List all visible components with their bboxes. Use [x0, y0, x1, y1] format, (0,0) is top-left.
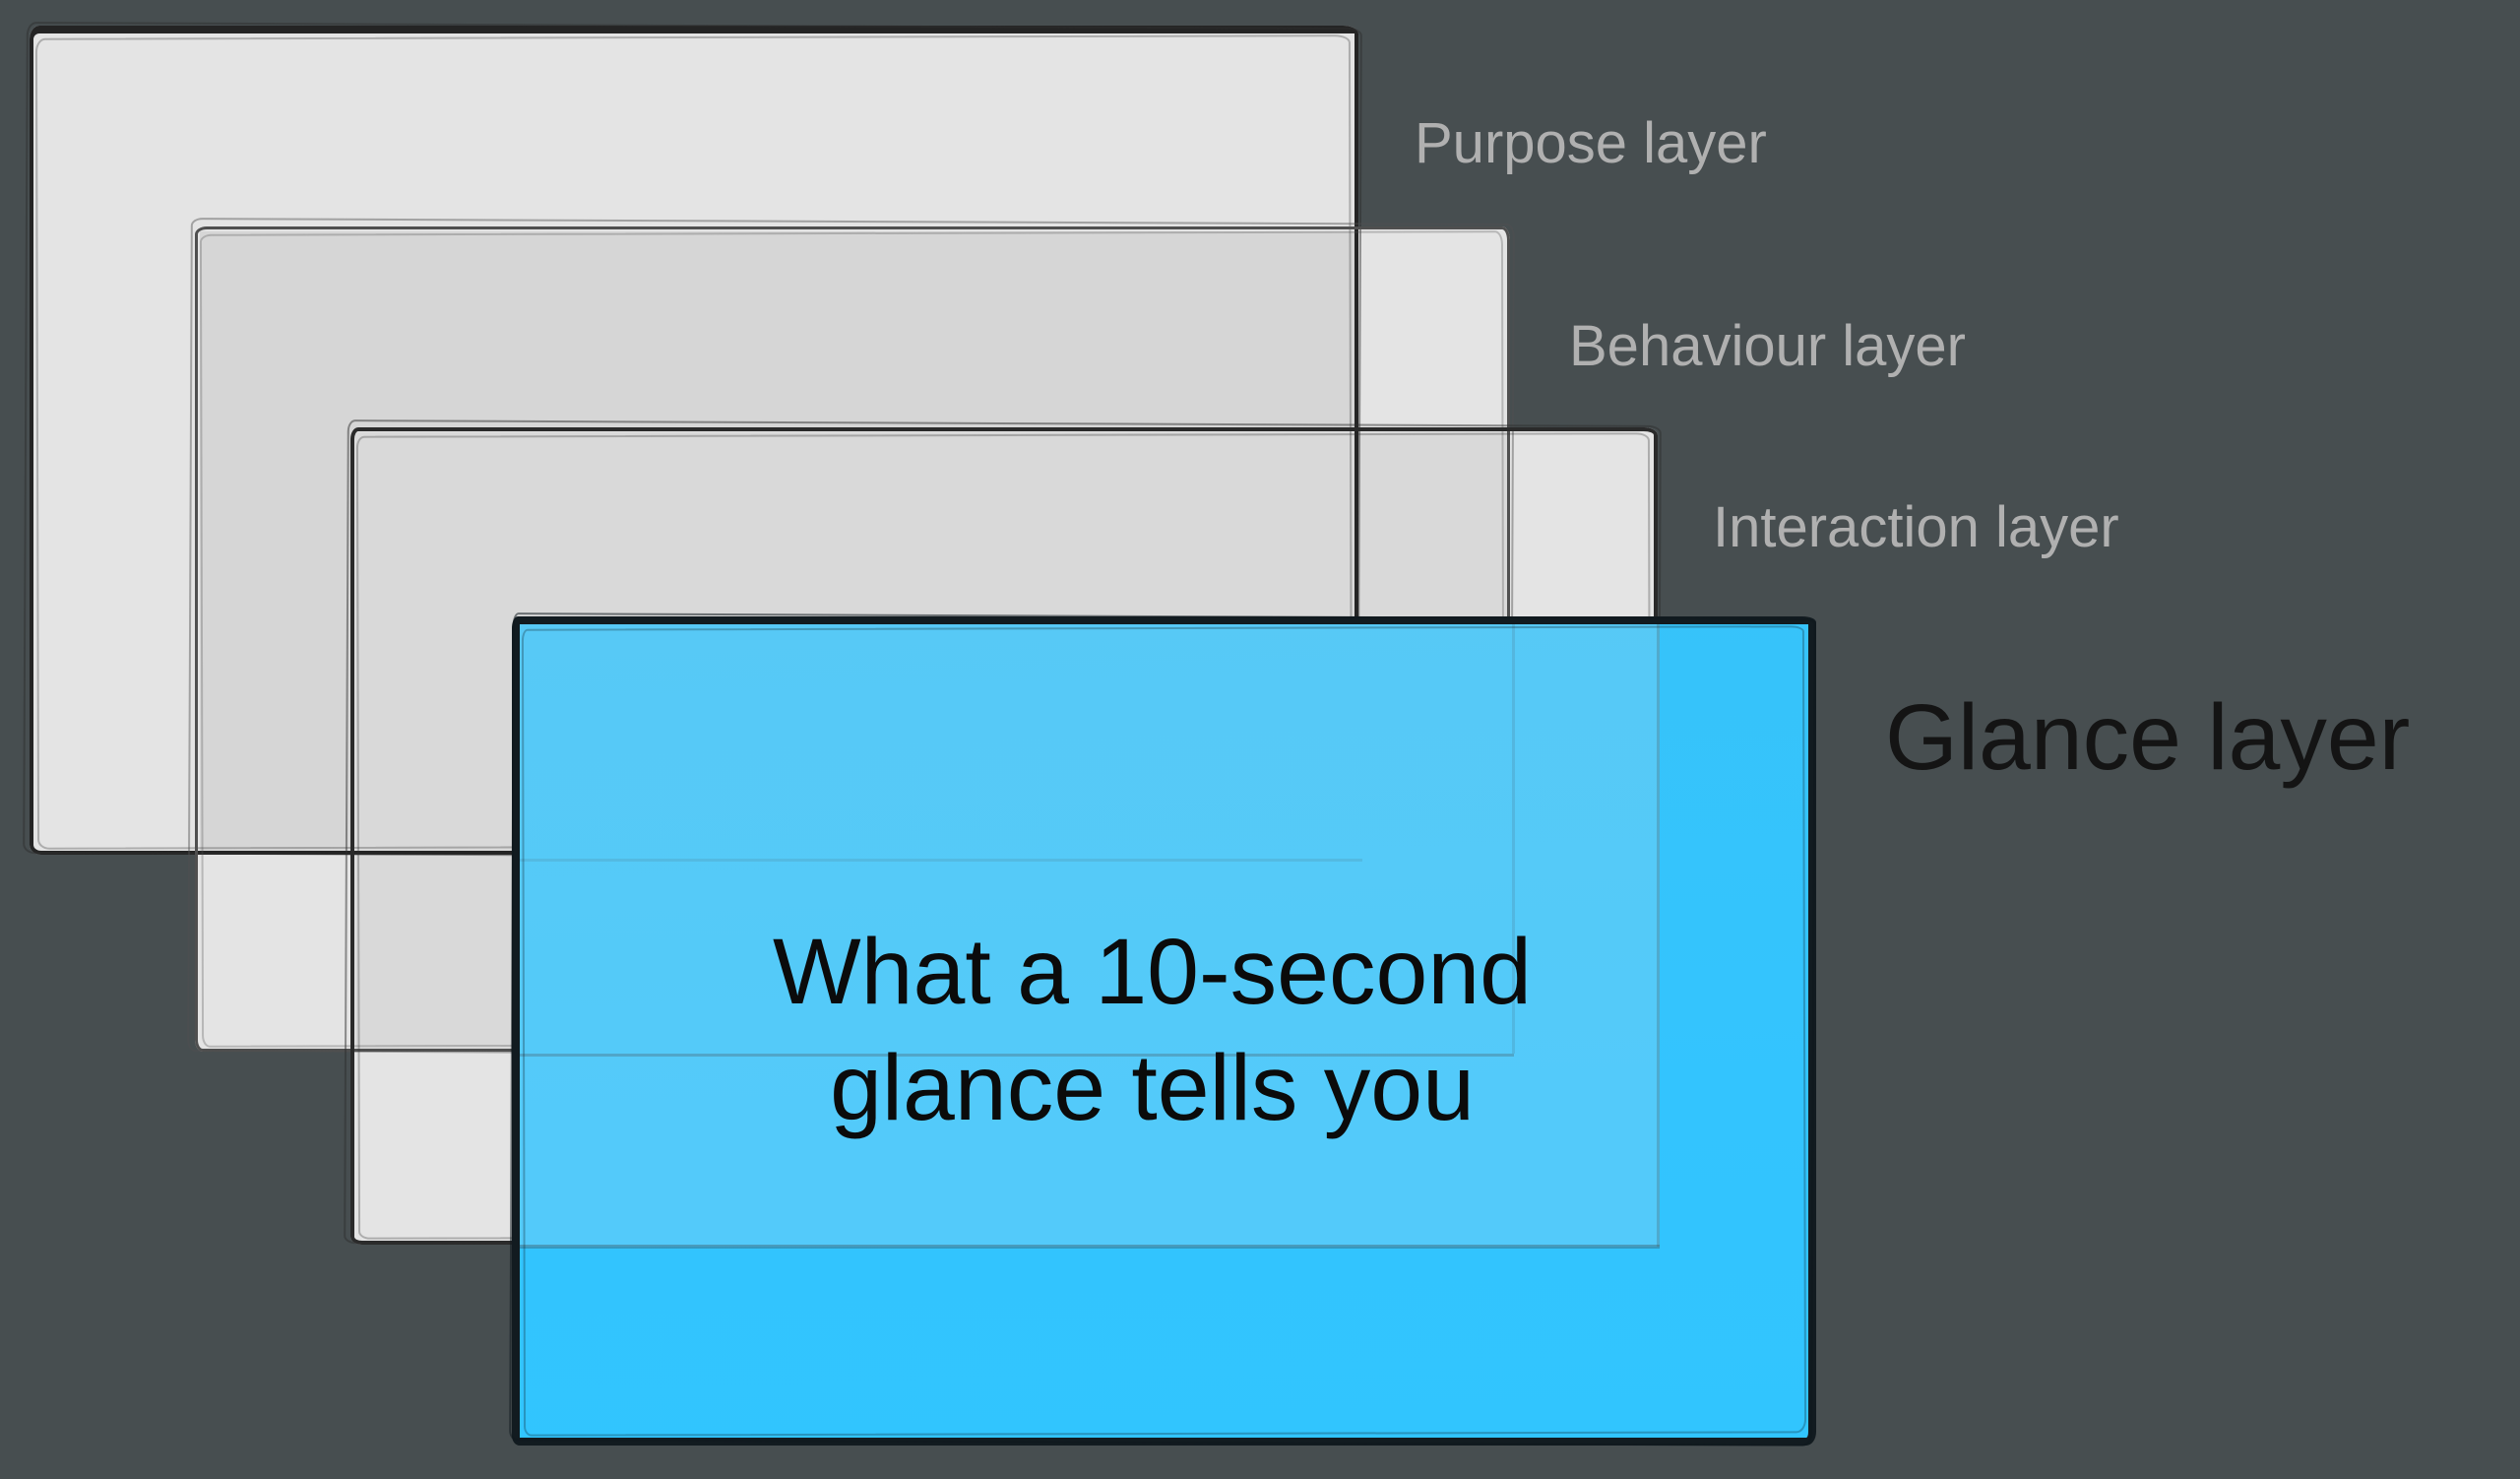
interaction-layer-label: Interaction layer	[1713, 495, 2119, 559]
glance-layer-panel: What a 10-second glance tells you	[512, 616, 1816, 1446]
behaviour-layer-label: Behaviour layer	[1569, 314, 1966, 378]
glance-caption: What a 10-second glance tells you	[773, 915, 1532, 1147]
purpose-edge-through-line	[520, 859, 1362, 862]
purpose-layer-label: Purpose layer	[1415, 111, 1767, 175]
interaction-edge-through-line	[520, 1245, 1660, 1249]
glance-layer-label: Glance layer	[1885, 685, 2411, 790]
glance-caption-line-2: glance tells you	[830, 1036, 1475, 1140]
glance-caption-line-1: What a 10-second	[773, 920, 1532, 1025]
interaction-right-edge-through-line	[1657, 624, 1660, 1247]
